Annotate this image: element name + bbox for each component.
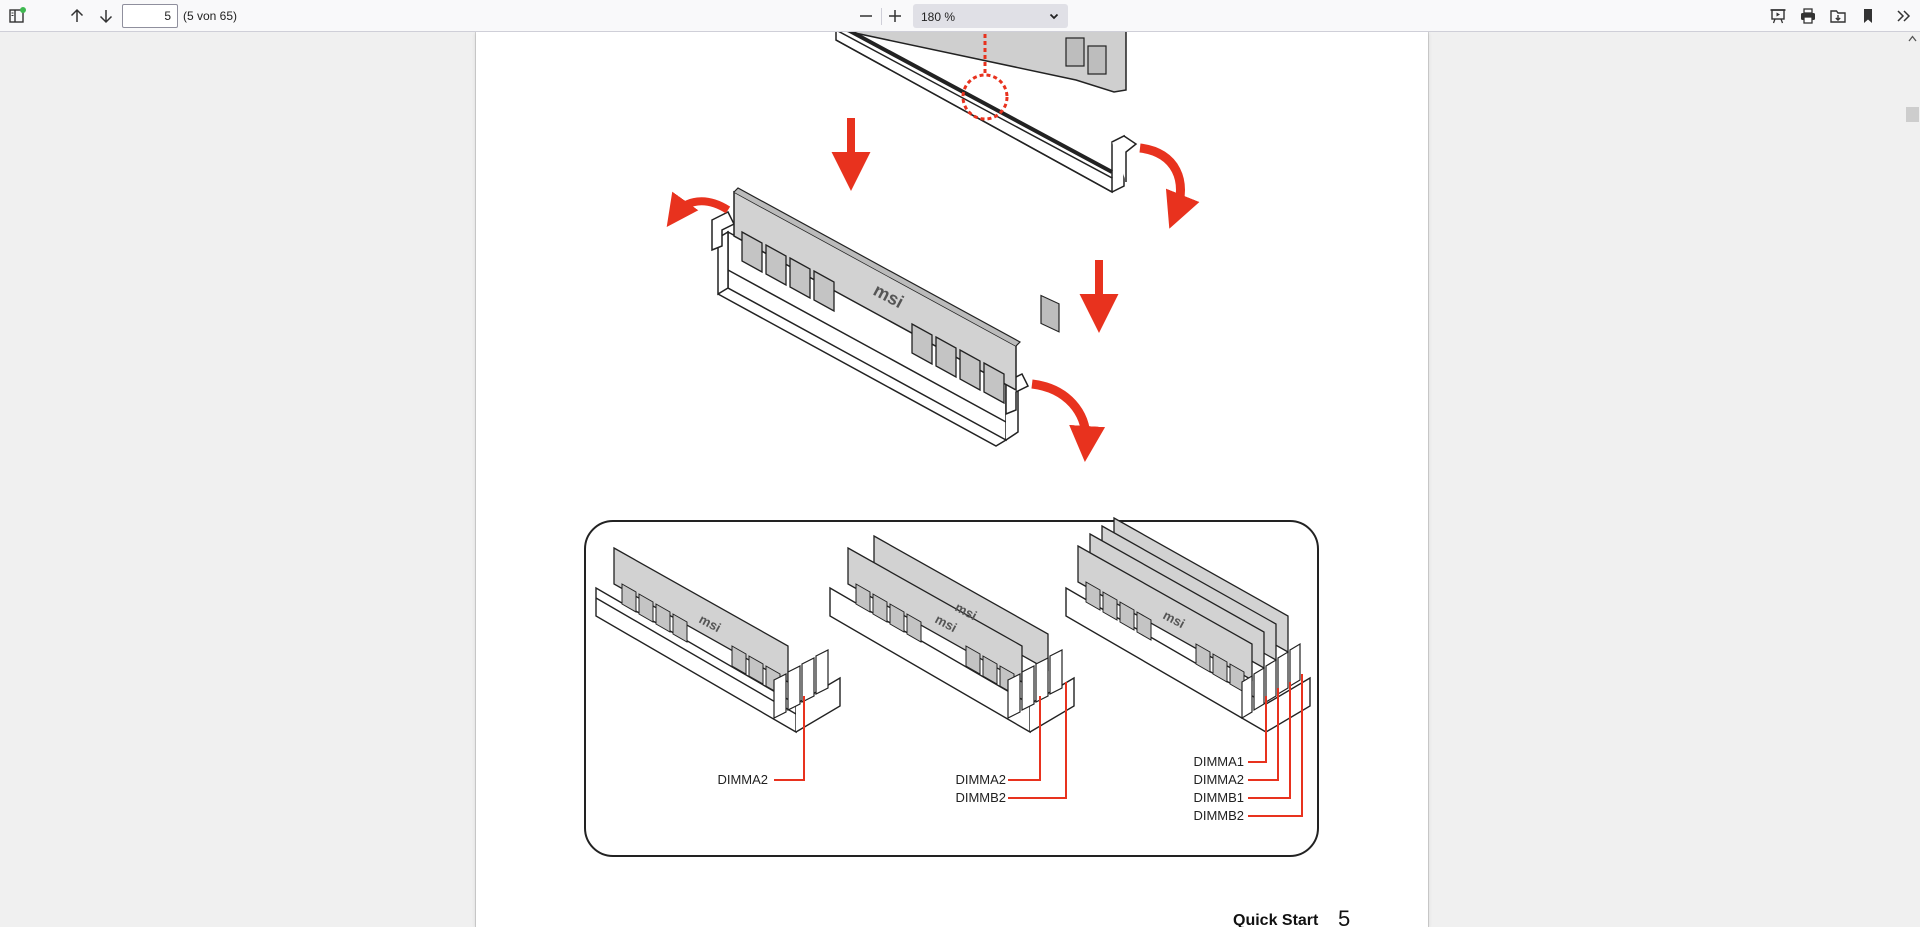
save-icon (1830, 10, 1846, 23)
quad-module-config: msi DIMMA1 DIMMA2 DIMMB1 DIMMB2 (1065, 516, 1311, 823)
installed-memory-module: msi (711, 187, 1030, 447)
page-count-label: (5 von 65) (183, 9, 238, 23)
zoom-select[interactable]: 180 % (913, 4, 1068, 28)
presentation-mode-button[interactable] (1765, 3, 1791, 29)
notch-highlight (961, 73, 1009, 121)
zoom-out-icon (860, 15, 872, 17)
insert-arrow-left (831, 118, 871, 191)
footer-section-title: Quick Start (1233, 912, 1319, 927)
print-button[interactable] (1795, 3, 1821, 29)
zoom-in-button[interactable] (882, 3, 908, 29)
more-tools-icon (1897, 10, 1911, 22)
upper-socket (835, 32, 1138, 194)
single-module-config: msi DIMMA2 (595, 546, 841, 787)
slot-label-quad-dimma1: DIMMA1 (1193, 754, 1244, 769)
clip-arrow-left (666, 191, 731, 228)
zoom-out-button[interactable] (853, 3, 879, 29)
dual-module-config: msi msi DIMMA2 DIMMB2 (829, 534, 1075, 805)
slot-label-quad-dimmb2: DIMMB2 (1193, 808, 1244, 823)
page-number-input[interactable] (122, 4, 178, 28)
zoom-separator (881, 8, 882, 25)
document-viewer[interactable]: msi msi DIMMA2 (0, 32, 1904, 927)
pdf-toolbar: (5 von 65) 180 % (0, 0, 1920, 32)
insert-arrow-right (1079, 260, 1119, 333)
sidebar-toggle-icon (9, 7, 26, 23)
sidebar-toggle-button[interactable] (4, 3, 30, 29)
next-page-button[interactable] (93, 3, 119, 29)
pdf-page: msi msi DIMMA2 (476, 32, 1428, 927)
vertical-scrollbar[interactable] (1904, 32, 1920, 927)
slot-label-single-dimma2: DIMMA2 (717, 772, 768, 787)
bookmark-icon (1864, 9, 1872, 23)
footer-page-number: 5 (1338, 906, 1351, 927)
print-icon (1801, 8, 1815, 24)
arrow-up-icon (70, 8, 84, 22)
zoom-value: 180 % (921, 10, 956, 24)
memory-installation-illustration: msi msi DIMMA2 (584, 32, 1319, 857)
slot-label-quad-dimmb1: DIMMB1 (1193, 790, 1244, 805)
previous-page-button[interactable] (64, 3, 90, 29)
scrollbar-thumb[interactable] (1906, 107, 1919, 122)
save-button[interactable] (1825, 3, 1851, 29)
zoom-in-icon (889, 10, 901, 22)
slot-label-dual-dimma2: DIMMA2 (955, 772, 1006, 787)
scroll-up-arrow-icon[interactable] (1908, 35, 1917, 42)
clip-arrow-right (1031, 379, 1106, 462)
notification-dot (20, 7, 26, 13)
presentation-icon (1770, 9, 1786, 24)
arrow-down-icon (99, 10, 113, 24)
chevron-down-icon (1049, 13, 1059, 20)
slot-label-dual-dimmb2: DIMMB2 (955, 790, 1006, 805)
more-tools-button[interactable] (1891, 3, 1917, 29)
clip-close-arrow (1139, 143, 1200, 229)
slot-label-quad-dimma2: DIMMA2 (1193, 772, 1244, 787)
upper-memory-module (846, 32, 1127, 333)
bookmark-button[interactable] (1855, 3, 1881, 29)
